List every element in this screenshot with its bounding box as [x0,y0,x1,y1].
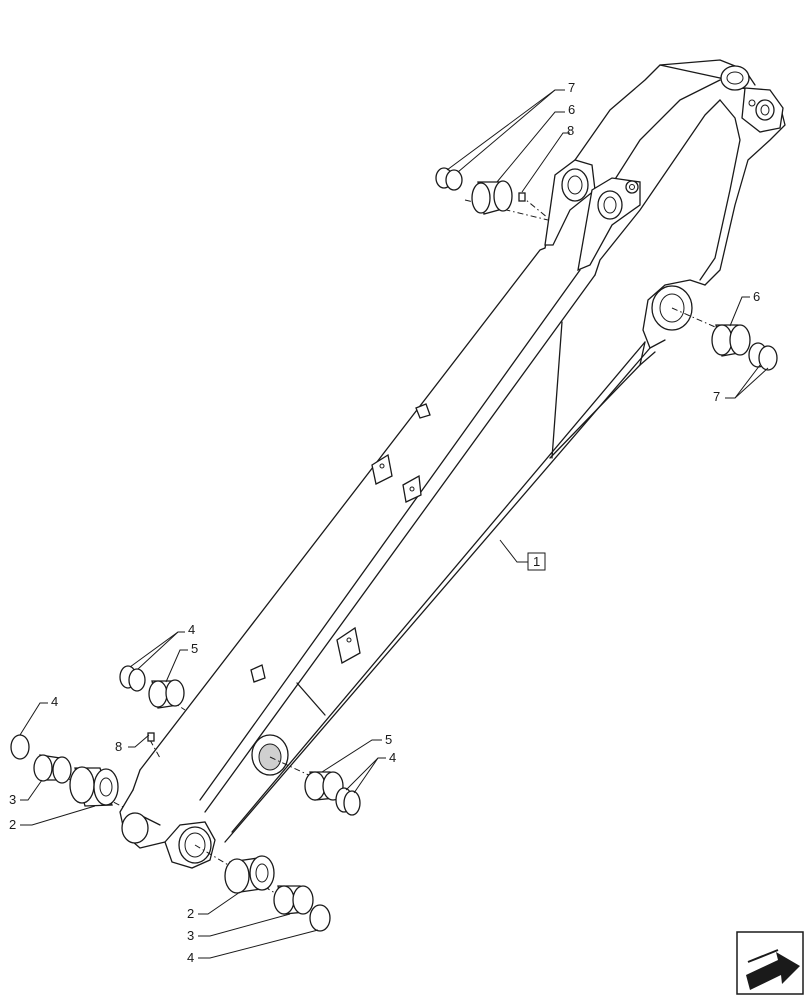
callout-8-left: 8 [115,739,122,754]
bushing-left-3 [33,754,72,784]
callout-6-right: 6 [753,289,760,304]
boom-top-lugs [720,65,784,133]
callout-1: 1 [533,554,540,569]
upper-bracket-plates [544,159,641,272]
callout-4-bottom: 4 [187,950,194,965]
bushing-left-2 [69,766,119,807]
callout-2-left: 2 [9,817,16,832]
callout-1-box [527,552,546,571]
callout-3-left: 3 [9,792,16,807]
callout-4-left: 4 [51,694,58,709]
callout-7-right: 7 [713,389,720,404]
bushing-mid-5 [148,679,185,709]
leader-lines [19,89,769,959]
lower-pivot-boss [251,734,289,776]
bushing-bottom-2 [224,855,275,894]
ring-mid-4 [119,665,146,692]
callout-5-mid: 5 [191,641,198,656]
ring-left-4 [10,734,30,760]
callout-6-top: 6 [568,102,575,117]
ring-right-7 [748,342,778,371]
callout-2-bottom: 2 [187,906,194,921]
callout-3-bottom: 3 [187,928,194,943]
callout-8-top: 8 [567,123,574,138]
callout-4-low: 4 [389,750,396,765]
back-arrow-icon[interactable] [736,931,804,995]
ring-bottom-4 [309,904,331,932]
bushing-top-6 [471,180,513,215]
bushing-low-5 [304,771,344,801]
bushing-bottom-3 [273,885,314,915]
foot-pivot-boss [121,812,216,869]
grease-fitting-top-8 [518,192,526,202]
grease-fitting-left-8 [147,732,155,742]
callout-labels: 7 6 8 6 7 1 4 5 4 8 3 2 5 4 2 3 4 [9,80,760,965]
ring-top-7 [435,167,463,191]
callout-7-top: 7 [568,80,575,95]
bushing-right-6 [711,324,751,357]
callout-4-mid: 4 [188,622,195,637]
mounting-blocks [250,403,431,683]
ring-low-4 [335,787,361,816]
callout-5-low: 5 [385,732,392,747]
center-lines [41,194,741,906]
